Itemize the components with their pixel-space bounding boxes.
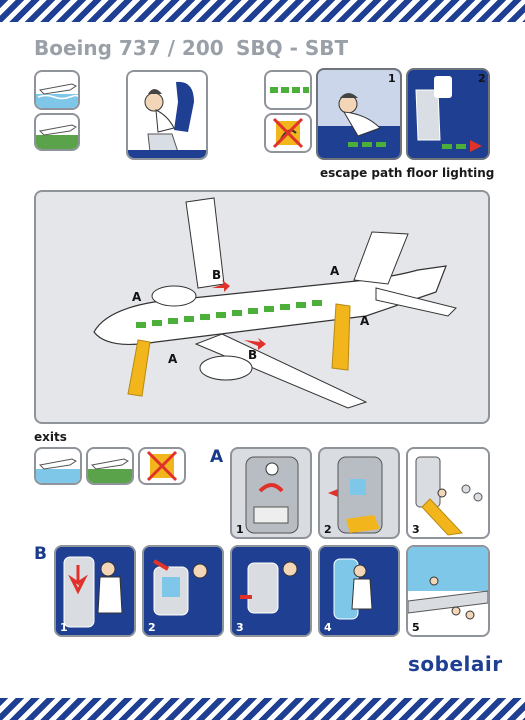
exit-a-step-2-number: 2 [324, 523, 332, 536]
lighting-panel-1-number: 1 [388, 72, 396, 85]
exit-b-step-1: 1 [54, 545, 136, 637]
exit-label-a-front-bottom: A [168, 352, 178, 366]
exit-label-a-rear-bottom: A [360, 314, 370, 328]
land-landing-icon-panel [34, 113, 80, 151]
exits-land-icon-panel [86, 447, 134, 485]
exits-water-icon-panel [34, 447, 82, 485]
exit-b-step-4: 4 [318, 545, 400, 637]
exit-label-a-rear-top: A [330, 264, 340, 278]
aircraft-top-view-icon [93, 197, 457, 409]
exit-a-step-2: 2 [318, 447, 400, 539]
exit-b-step-3-number: 3 [236, 621, 244, 634]
aircraft-water-landing-icon [36, 83, 78, 108]
aircraft-land-landing-icon [88, 458, 132, 483]
exit-section-b-label: B [34, 544, 47, 564]
aircraft-water-landing-icon [36, 458, 80, 483]
no-smoke-icon [146, 450, 178, 482]
crawling-passenger-illustration [318, 70, 400, 158]
exit-b-step-3: 3 [230, 545, 312, 637]
exit-label-a-front-top: A [132, 290, 142, 304]
no-smoke-panel [264, 113, 312, 153]
seat-floor-light-illustration [408, 70, 488, 158]
airline-logo: sobelair [408, 652, 503, 676]
exits-no-smoke-icon-panel [138, 447, 186, 485]
exit-section-a-label: A [210, 447, 224, 467]
slide-evacuation-icon [415, 456, 483, 536]
aircraft-exit-diagram: A A A A B B [34, 190, 490, 424]
floor-light-strip-icon [270, 87, 309, 93]
exit-b-step-5-number: 5 [412, 621, 420, 634]
door-open-icon [328, 456, 383, 534]
floor-light-strip-panel [264, 70, 312, 110]
lighting-panel-2-number: 2 [478, 72, 486, 85]
exit-b-step-4-number: 4 [324, 621, 332, 634]
exit-label-b-top: B [212, 268, 222, 282]
exit-b-step-2-number: 2 [148, 621, 156, 634]
door-handle-icon [245, 456, 299, 534]
aircraft-title: Boeing 737 / 200 [34, 36, 224, 60]
route-title: SBQ - SBT [236, 36, 349, 60]
exit-b-step-5: 5 [406, 545, 490, 637]
brace-position-panel [126, 70, 208, 160]
bottom-stripe-border [0, 698, 525, 720]
floor-lighting-caption: escape path floor lighting [320, 166, 495, 180]
exit-a-step-1-number: 1 [236, 523, 244, 536]
exit-b-step-1-number: 1 [60, 621, 68, 634]
brace-position-icon [128, 72, 206, 158]
window-exit-remove-icon [144, 547, 222, 635]
floor-lighting-panel-1: 1 [316, 68, 402, 160]
top-stripe-border [0, 0, 525, 22]
exit-a-step-3: 3 [406, 447, 490, 539]
exit-a-step-1: 1 [230, 447, 312, 539]
exit-a-step-3-number: 3 [412, 523, 420, 536]
wing-exit-icon [408, 547, 488, 620]
aircraft-land-landing-icon [36, 124, 78, 149]
window-exit-place-icon [232, 547, 310, 635]
water-landing-icon-panel [34, 70, 80, 110]
no-smoke-icon [272, 117, 304, 149]
exits-caption: exits [34, 430, 67, 444]
exit-label-b-bottom: B [248, 348, 258, 362]
window-exit-climb-icon [320, 547, 398, 635]
floor-lighting-panel-2: 2 [406, 68, 490, 160]
exit-b-step-2: 2 [142, 545, 224, 637]
window-exit-pull-icon [56, 547, 134, 635]
